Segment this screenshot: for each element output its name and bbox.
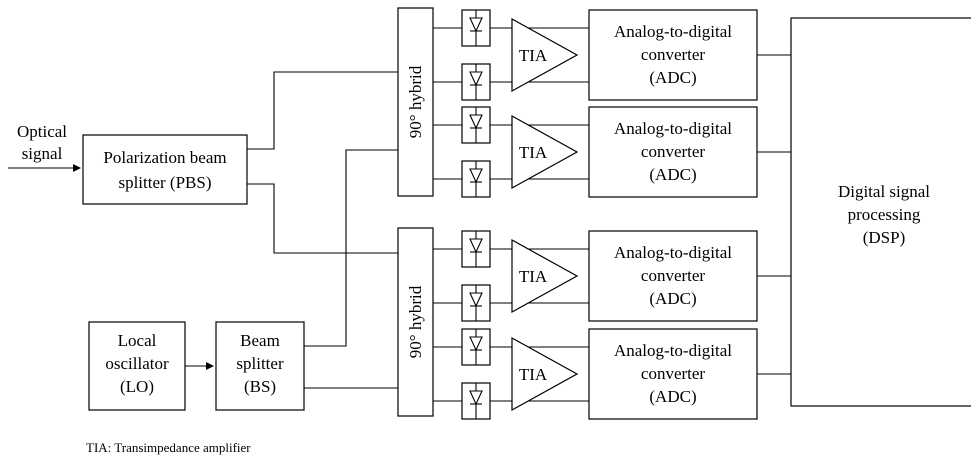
adc-label-line2: converter [641, 266, 706, 285]
tia-label: TIA [519, 143, 548, 162]
adc-block: Analog-to-digital converter (ADC) [588, 106, 758, 198]
channel-2: TIA Analog-to-digital converter (ADC) [433, 106, 791, 198]
bs-label-line1: Beam [240, 331, 280, 350]
bs-to-hybrid1-wire [304, 149, 398, 347]
adc-block: Analog-to-digital converter (ADC) [588, 230, 758, 322]
footnote: TIA: Transimpedance amplifier [86, 440, 251, 455]
tia-label: TIA [519, 267, 548, 286]
pbs-label-line1: Polarization beam [103, 148, 226, 167]
lo-label-line3: (LO) [120, 377, 154, 396]
hybrid-1: 90° hybrid [397, 7, 434, 197]
lo-label-line1: Local [118, 331, 157, 350]
dsp-label-line1: Digital signal [838, 182, 930, 201]
adc-label-line3: (ADC) [649, 289, 696, 308]
tia-amplifier: TIA [511, 336, 579, 412]
receiver-channels: TIA Analog-to-digital converter (ADC) TIA Ana… [433, 9, 791, 420]
channel-4: TIA Analog-to-digital converter (ADC) [433, 328, 791, 420]
tia-label: TIA [519, 46, 548, 65]
hybrid-2: 90° hybrid [397, 227, 434, 417]
bs-label-line3: (BS) [244, 377, 276, 396]
photodiode-icon [461, 284, 491, 322]
pbs-to-hybrid1-wire [247, 71, 398, 150]
adc-block: Analog-to-digital converter (ADC) [588, 328, 758, 420]
bs-block: Beam splitter (BS) [215, 321, 305, 411]
hybrid-1-label: 90° hybrid [406, 65, 425, 138]
input-label-line2: signal [22, 144, 63, 163]
lo-block: Local oscillator (LO) [88, 321, 186, 411]
adc-label-line2: converter [641, 142, 706, 161]
adc-label-line1: Analog-to-digital [614, 243, 732, 262]
photodiode-icon [461, 9, 491, 47]
photodiode-icon [461, 160, 491, 198]
tia-label: TIA [519, 365, 548, 384]
tia-amplifier: TIA [511, 17, 579, 93]
adc-label-line2: converter [641, 45, 706, 64]
dsp-label-line3: (DSP) [863, 228, 906, 247]
adc-block: Analog-to-digital converter (ADC) [588, 9, 758, 101]
pbs-block: Polarization beam splitter (PBS) [82, 134, 248, 205]
routing-wires [247, 71, 398, 389]
adc-label-line3: (ADC) [649, 68, 696, 87]
adc-label-line3: (ADC) [649, 387, 696, 406]
adc-label-line3: (ADC) [649, 165, 696, 184]
adc-label-line1: Analog-to-digital [614, 341, 732, 360]
adc-label-line1: Analog-to-digital [614, 22, 732, 41]
channel-3: TIA Analog-to-digital converter (ADC) [433, 230, 791, 322]
photodiode-icon [461, 230, 491, 268]
input-label-line1: Optical [17, 122, 67, 141]
lo-label-line2: oscillator [105, 354, 169, 373]
bs-label-line2: splitter [236, 354, 284, 373]
channel-1: TIA Analog-to-digital converter (ADC) [433, 9, 791, 101]
adc-label-line2: converter [641, 364, 706, 383]
tia-amplifier: TIA [511, 114, 579, 190]
photodiode-icon [461, 328, 491, 366]
photodiode-icon [461, 63, 491, 101]
dsp-label-line2: processing [848, 205, 921, 224]
optical-signal-input: Optical signal [8, 122, 81, 172]
pbs-to-hybrid2-wire [247, 183, 398, 254]
photodiode-icon [461, 382, 491, 420]
hybrid-2-label: 90° hybrid [406, 285, 425, 358]
adc-label-line1: Analog-to-digital [614, 119, 732, 138]
photodiode-icon [461, 106, 491, 144]
dsp-block: Digital signal processing (DSP) [790, 17, 971, 407]
tia-amplifier: TIA [511, 238, 579, 314]
pbs-label-line2: splitter (PBS) [118, 173, 211, 192]
